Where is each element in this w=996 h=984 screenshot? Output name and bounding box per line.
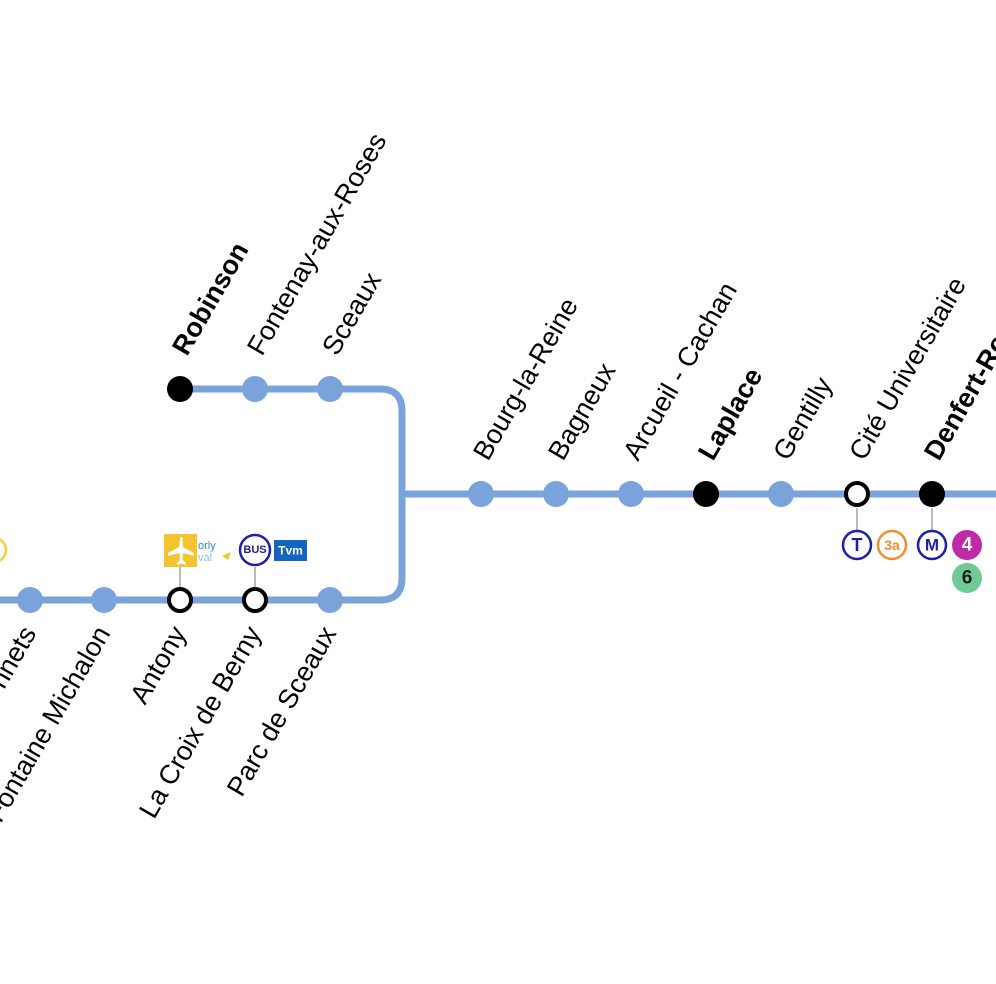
orly-text: orly xyxy=(198,540,216,552)
label-fontenay-aux-roses: Fontenay-aux-Roses xyxy=(241,128,392,360)
denfert-connections[interactable]: M 4 6 xyxy=(916,529,982,593)
station-les-baconnets[interactable] xyxy=(17,587,43,613)
station-robinson[interactable] xyxy=(167,376,193,402)
label-gentilly: Gentilly xyxy=(767,372,838,465)
metro-4-label: 4 xyxy=(962,535,973,556)
label-robinson: Robinson xyxy=(166,237,254,360)
station-fontenay-aux-roses[interactable] xyxy=(242,376,268,402)
partial-connection-icon xyxy=(0,538,8,562)
station-fontaine-michalon[interactable] xyxy=(91,587,117,613)
labels-bottom: nnets Fontaine Michalon Antony La Croix … xyxy=(0,621,342,828)
station-parc-de-sceaux[interactable] xyxy=(317,587,343,613)
station-bagneux[interactable] xyxy=(543,481,569,507)
metro-6-badge xyxy=(952,563,982,593)
croix-de-berny-connections[interactable]: BUS Tvm xyxy=(238,533,307,567)
bus-icon-label: BUS xyxy=(243,544,266,556)
station-antony[interactable] xyxy=(167,587,193,613)
cite-universitaire-connections[interactable]: T 3a xyxy=(841,529,908,561)
station-bourg-la-reine[interactable] xyxy=(468,481,494,507)
tram-3a-badge xyxy=(876,529,908,561)
station-cite-universitaire[interactable] xyxy=(844,481,870,507)
label-sceaux: Sceaux xyxy=(316,267,387,360)
metro-icon-label: M xyxy=(925,536,939,555)
connection-ticks xyxy=(179,508,933,588)
tvm-icon-label: Tvm xyxy=(278,544,303,558)
metro-icon xyxy=(916,529,948,561)
bus-icon xyxy=(238,533,272,567)
tvm-icon xyxy=(274,540,307,561)
station-arcueil-cachan[interactable] xyxy=(618,481,644,507)
stations-bottom xyxy=(17,587,343,613)
orlyval-connection[interactable]: orly val xyxy=(164,534,231,567)
station-gentilly[interactable] xyxy=(768,481,794,507)
val-text: val xyxy=(198,552,212,564)
labels-main: Bourg-la-Reine Bagneux Arcueil - Cachan … xyxy=(467,272,996,465)
labels-top: Robinson Fontenay-aux-Roses Sceaux xyxy=(166,128,392,360)
metro-4-badge xyxy=(952,530,982,560)
station-laplace[interactable] xyxy=(693,481,719,507)
label-laplace: Laplace xyxy=(692,363,768,465)
metro-6-label: 6 xyxy=(962,568,973,589)
station-denfert-rochereau[interactable] xyxy=(919,481,945,507)
orlyval-arrow-icon xyxy=(222,552,231,560)
track-robinson-branch xyxy=(0,385,406,604)
tram-icon xyxy=(841,529,873,561)
tram-icon-label: T xyxy=(852,535,863,555)
tram-3a-label: 3a xyxy=(884,537,900,553)
station-la-croix-de-berny[interactable] xyxy=(242,587,268,613)
station-sceaux[interactable] xyxy=(317,376,343,402)
label-les-baconnets: nnets xyxy=(0,621,42,693)
label-antony: Antony xyxy=(124,621,192,709)
stations-top xyxy=(167,376,343,402)
label-bagneux: Bagneux xyxy=(542,357,622,465)
airport-icon xyxy=(168,537,194,565)
stations-main xyxy=(468,481,945,507)
